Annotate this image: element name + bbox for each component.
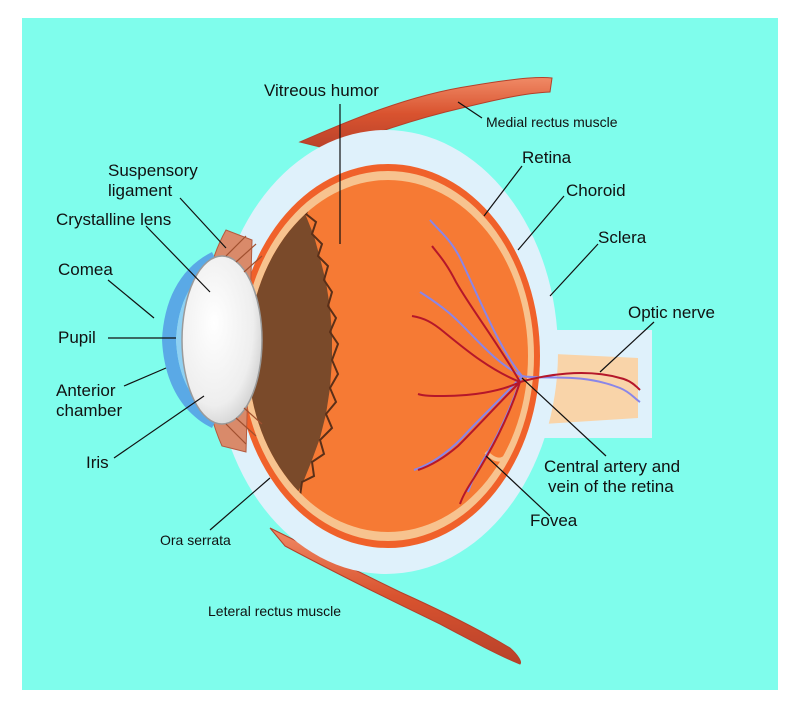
leader-iris xyxy=(113,395,205,459)
label-suspensory-line2: ligament xyxy=(108,181,173,200)
label-lateral-rectus: Leteral rectus muscle xyxy=(208,603,341,619)
leader-lens xyxy=(145,225,211,293)
label-optic-nerve: Optic nerve xyxy=(628,303,715,322)
leader-lines xyxy=(107,101,655,531)
label-medial-rectus: Medial rectus muscle xyxy=(486,114,618,130)
leader-medial-rectus xyxy=(457,101,483,119)
label-central-artery-line1: Central artery and xyxy=(544,457,680,476)
label-retina: Retina xyxy=(522,148,572,167)
label-ora-serrata: Ora serrata xyxy=(160,532,231,548)
leader-cornea xyxy=(107,279,155,319)
label-suspensory-line1: Suspensory xyxy=(108,161,198,180)
label-choroid: Choroid xyxy=(566,181,626,200)
label-central-artery-line2: vein of the retina xyxy=(548,477,674,496)
leader-suspensory xyxy=(179,197,227,249)
cornea xyxy=(162,252,218,428)
label-sclera: Sclera xyxy=(598,228,647,247)
label-vitreous-humor: Vitreous humor xyxy=(264,81,379,100)
leader-sclera xyxy=(549,243,599,297)
label-pupil: Pupil xyxy=(58,328,96,347)
leader-central-artery xyxy=(521,377,607,457)
crystalline-lens xyxy=(181,255,263,425)
label-anterior-line2: chamber xyxy=(56,401,122,420)
label-cornea: Comea xyxy=(58,260,113,279)
leader-retina xyxy=(483,165,523,217)
leader-optic-nerve xyxy=(599,321,655,373)
leader-choroid xyxy=(517,195,565,251)
medial-rectus-muscle xyxy=(298,76,553,151)
label-crystalline-lens: Crystalline lens xyxy=(56,210,171,229)
leader-ora-serrata xyxy=(209,477,271,531)
leader-fovea xyxy=(485,455,551,517)
ora-serrata-edge xyxy=(299,195,340,497)
label-anterior-line1: Anterior xyxy=(56,381,116,400)
retinal-arteries xyxy=(411,245,641,505)
suspensory-ligament xyxy=(225,235,263,445)
label-iris: Iris xyxy=(86,453,109,472)
leader-anterior xyxy=(123,367,167,387)
label-fovea: Fovea xyxy=(530,511,578,530)
